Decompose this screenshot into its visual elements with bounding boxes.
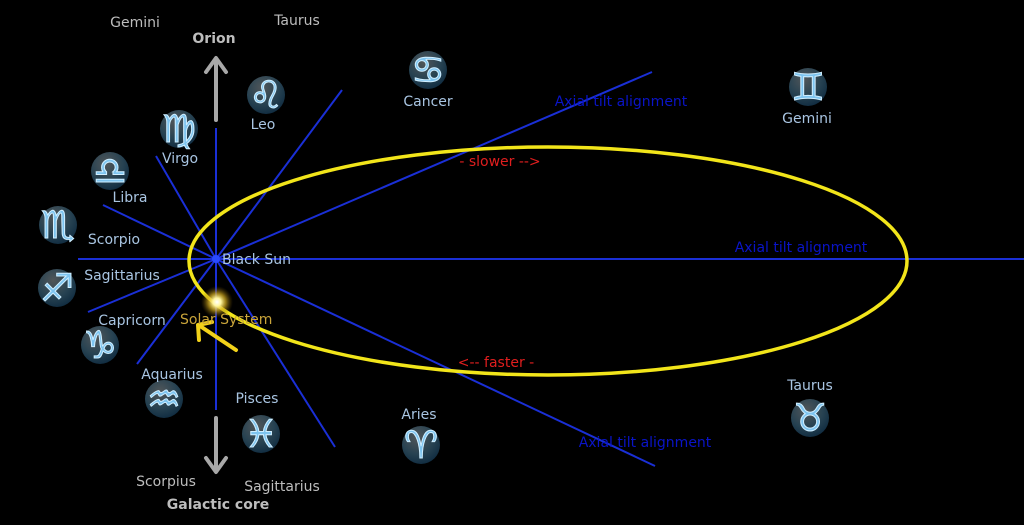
aquarius-icon: ♒ <box>145 377 183 422</box>
axial-tilt-label-lower: Axial tilt alignment <box>579 435 712 451</box>
gemini-glyph: ♊ <box>791 65 825 109</box>
solar-system-label: Solar System <box>180 312 272 328</box>
solar-system-arrow <box>196 320 238 352</box>
aquarius-glyph: ♒ <box>147 377 181 421</box>
radial-line-pisces <box>215 258 336 448</box>
axial-tilt-label-middle: Axial tilt alignment <box>735 240 868 256</box>
gemini-label: Gemini <box>782 111 832 127</box>
aries-glyph: ♈ <box>404 423 438 467</box>
axial-tilt-line-upper <box>215 71 653 260</box>
black-sun-marker <box>212 255 220 263</box>
leo-icon: ♌ <box>247 73 285 118</box>
sagittarius-glyph: ♐ <box>40 266 74 310</box>
black-sun-label: Black Sun <box>222 252 291 268</box>
top-constellation-gemini: Gemini <box>110 15 160 31</box>
radial-line-leo <box>215 89 343 260</box>
galactic-core-label: Galactic core <box>167 497 269 513</box>
slower-label: - slower --> <box>459 154 540 170</box>
leo-glyph: ♌ <box>249 73 283 117</box>
orion-arrow <box>204 56 228 122</box>
aquarius-label: Aquarius <box>141 367 202 383</box>
faster-label: <-- faster - <box>458 355 534 371</box>
leo-label: Leo <box>251 117 276 133</box>
libra-glyph: ♎ <box>93 149 127 193</box>
capricorn-glyph: ♑ <box>83 323 117 367</box>
sagittarius-icon: ♐ <box>38 266 76 311</box>
solar-system-glow <box>201 286 233 318</box>
aries-label: Aries <box>401 407 436 423</box>
virgo-icon: ♍ <box>160 107 198 152</box>
axis-lines <box>78 71 1024 467</box>
pisces-label: Pisces <box>236 391 279 407</box>
aries-icon: ♈ <box>402 423 440 468</box>
top-constellation-taurus: Taurus <box>273 13 320 29</box>
axial-tilt-line-lower <box>215 258 656 467</box>
orion-label: Orion <box>192 31 235 47</box>
gemini-icon: ♊ <box>789 65 827 110</box>
taurus-label: Taurus <box>786 378 833 394</box>
cancer-glyph: ♋ <box>411 48 445 92</box>
galactic-core-arrow <box>204 416 228 474</box>
virgo-label: Virgo <box>162 151 198 167</box>
axial-tilt-label-upper: Axial tilt alignment <box>555 94 688 110</box>
libra-icon: ♎ <box>91 149 129 194</box>
radial-line-libra <box>102 204 217 260</box>
cancer-icon: ♋ <box>409 48 447 93</box>
capricorn-label: Capricorn <box>98 313 166 329</box>
capricorn-icon: ♑ <box>81 323 119 368</box>
orbit-ellipse <box>187 145 909 377</box>
scorpio-glyph: ♏ <box>41 203 75 247</box>
bottom-constellation-sagittarius: Sagittarius <box>244 479 320 495</box>
pisces-glyph: ♓ <box>244 412 278 456</box>
taurus-icon: ♉ <box>791 396 829 441</box>
cancer-label: Cancer <box>403 94 453 110</box>
radial-line-capricorn <box>136 258 217 365</box>
zodiac-icons: ♌ ♍ ♎ ♏ ♐ ♑ ♒ ♓ ♋ ♊ ♉ ♈ <box>38 48 829 468</box>
bottom-constellation-scorpius: Scorpius <box>136 474 196 490</box>
sagittarius-label: Sagittarius <box>84 268 160 284</box>
pisces-icon: ♓ <box>242 412 280 457</box>
scorpio-icon: ♏ <box>39 203 77 248</box>
taurus-glyph: ♉ <box>793 396 827 440</box>
radial-line-virgo <box>155 155 217 260</box>
scorpio-label: Scorpio <box>88 232 140 248</box>
libra-label: Libra <box>113 190 148 206</box>
radial-line-sagittarius <box>87 258 217 313</box>
virgo-glyph: ♍ <box>162 107 196 151</box>
